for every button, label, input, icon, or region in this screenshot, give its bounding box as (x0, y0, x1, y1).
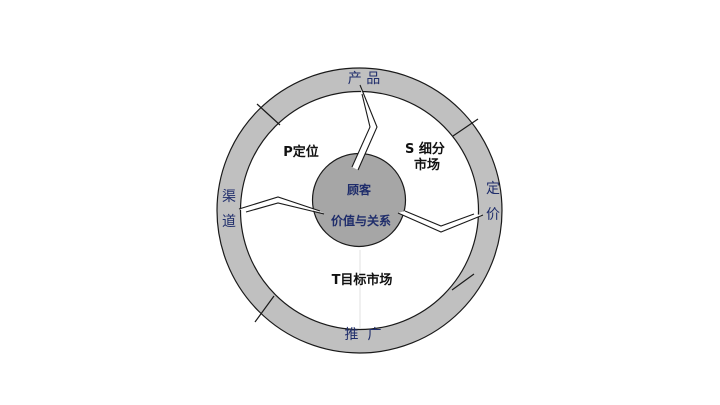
ring-label-price-line2: 价 (486, 207, 500, 223)
center-label-customer: 顾客 (347, 182, 372, 197)
ring-label-channel-line1: 渠 (222, 189, 236, 205)
arrow-channel-to-center (238, 196, 325, 215)
ring-label-channel-line2: 道 (222, 214, 236, 230)
ring-label-promotion: 推 广 (345, 327, 382, 343)
label-segmentation-line1: S 细分 (405, 141, 445, 157)
ring-label-price-line1: 定 (486, 181, 500, 197)
arrow-center-to-price (397, 210, 484, 233)
arrow-center-to-product (351, 84, 378, 171)
ring-divider-lower-left (254, 295, 275, 323)
ring-divider-upper-left (256, 103, 281, 126)
center-label-value-relationship: 价值与关系 (331, 213, 391, 228)
ring-divider-lower-right (451, 273, 475, 291)
label-positioning: P定位 (283, 144, 319, 160)
label-segmentation-line2: 市场 (414, 157, 440, 173)
ring-label-product: 产 品 (348, 71, 380, 87)
ring-divider-upper-right (452, 118, 479, 137)
label-targeting: T目标市场 (332, 272, 393, 288)
